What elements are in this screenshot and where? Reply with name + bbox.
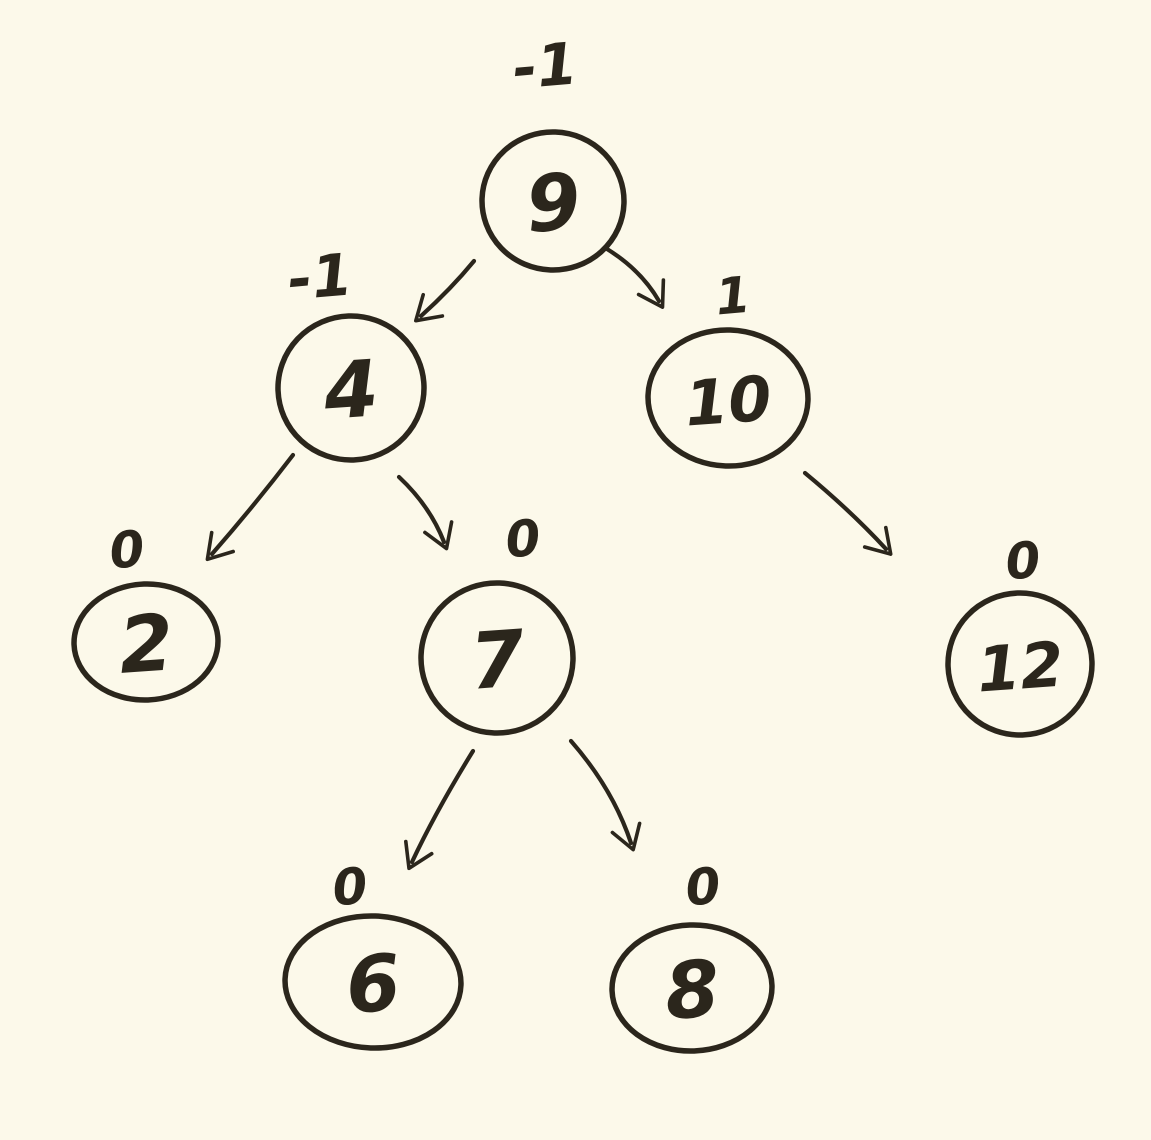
arrow-shaft: [604, 246, 662, 304]
balance-factor-label: 0: [683, 857, 723, 918]
edge-7-8: [568, 738, 642, 852]
tree-node-7: 70: [418, 509, 576, 736]
node-circle: [645, 327, 811, 469]
arrowhead-icon: [404, 839, 434, 871]
node-value: 4: [320, 344, 381, 438]
tree-node-6: 60: [282, 857, 464, 1051]
tree-node-12: 12 0: [945, 531, 1095, 738]
arrowhead-icon: [414, 292, 445, 323]
tree-node-9: 9 -1: [479, 29, 627, 273]
arrow-shaft: [418, 258, 477, 319]
arrow-shaft: [409, 748, 476, 865]
tree-node-4: 4-1: [275, 240, 427, 463]
node-value: 9: [523, 157, 583, 251]
tree-node-8: 80: [609, 857, 775, 1054]
balance-factor-label: 1: [713, 266, 753, 327]
arrowhead-icon: [862, 525, 893, 556]
node-value: 7: [467, 614, 528, 708]
arrow-shaft: [209, 452, 296, 557]
arrowhead-icon: [205, 530, 235, 562]
node-value: 10: [683, 362, 774, 441]
node-circle: [71, 581, 221, 703]
edge-10-12: [802, 470, 893, 556]
tree-node-10: 10 1: [645, 266, 811, 469]
arrowhead-icon: [636, 278, 666, 309]
tree-node-2: 20: [71, 520, 221, 703]
node-value: 12: [975, 628, 1066, 707]
node-value: 8: [662, 944, 722, 1038]
node-circle: [418, 580, 576, 736]
arrowhead-icon: [610, 821, 642, 852]
node-circle: [945, 590, 1095, 738]
node-circle: [609, 922, 775, 1054]
node-circle: [282, 913, 464, 1051]
arrow-shaft: [568, 738, 634, 846]
balance-factor-label: 0: [503, 509, 543, 570]
arrowhead-icon: [423, 520, 454, 551]
balance-factor-label: 0: [330, 857, 370, 918]
edge-7-6: [404, 748, 476, 871]
balance-factor-label: 0: [1003, 531, 1043, 592]
arrow-shaft: [802, 470, 889, 552]
node-circle: [479, 129, 627, 273]
balance-factor-label: 0: [107, 520, 147, 581]
edge-9-10: [604, 246, 666, 309]
node-value: 2: [116, 598, 176, 692]
node-value: 6: [343, 938, 403, 1032]
edge-4-7: [396, 474, 454, 551]
edge-9-4: [414, 258, 477, 323]
node-circle: [275, 313, 427, 463]
edge-4-2: [205, 452, 296, 562]
arrow-shaft: [396, 474, 447, 545]
balance-factor-label: -1: [285, 240, 355, 313]
balance-factor-label: -1: [510, 29, 580, 102]
